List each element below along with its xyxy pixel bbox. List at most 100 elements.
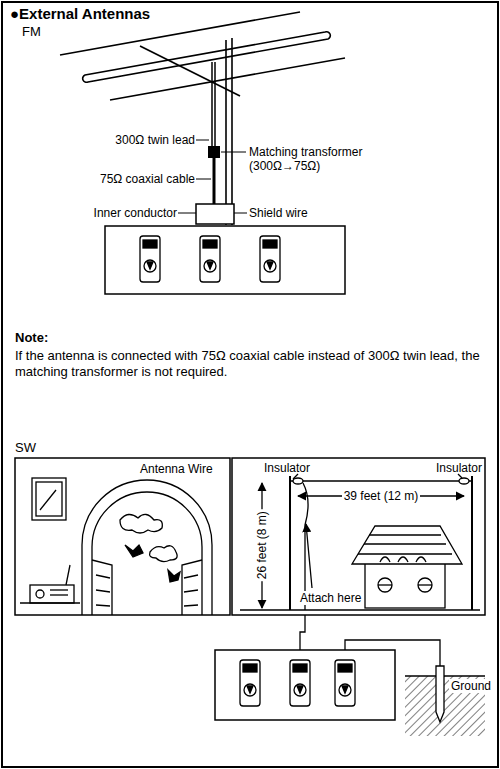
illustration-stroke: [203, 240, 217, 248]
illustration-stroke: [204, 260, 216, 272]
part-label: Ground: [449, 679, 493, 693]
illustration-stroke: [380, 557, 426, 562]
illustration-stroke: [240, 660, 260, 706]
matching-transformer: [208, 146, 220, 158]
illustration-stroke: [338, 664, 352, 672]
illustration-stroke: [110, 58, 345, 100]
illustration-stroke: [30, 585, 74, 603]
illustration-stroke: [293, 478, 303, 484]
illustration-stroke: [168, 570, 180, 582]
illustration-stroke: [418, 584, 432, 585]
part-label: 75Ω coaxial cable: [100, 172, 195, 186]
illustration-stroke: [378, 584, 392, 585]
illustration-stroke: [471, 476, 473, 610]
illustration-stroke: [144, 260, 156, 272]
illustration-stroke: [32, 478, 66, 520]
illustration-stroke: [234, 213, 247, 214]
illustration-stroke: [125, 545, 143, 557]
illustration-stroke: [418, 578, 432, 592]
illustration-stroke: [36, 482, 62, 516]
illustration-stroke: [150, 546, 178, 562]
part-label: 300Ω twin lead: [115, 133, 195, 147]
outdoor-panel: [232, 458, 485, 615]
illustration-stroke: [267, 262, 273, 269]
ground-rod: [436, 666, 444, 722]
section-heading: SW: [15, 440, 36, 456]
dimension-label: 39 feet (12 m): [342, 489, 421, 503]
illustration-stroke: [83, 32, 331, 83]
illustration-stroke: [140, 236, 160, 282]
receiver-rear-panel: [105, 226, 345, 294]
illustration-stroke: [244, 684, 256, 696]
illustration-stroke: [147, 262, 153, 269]
illustration-stroke: [342, 686, 348, 693]
illustration-stroke: [294, 684, 306, 696]
illustration-stroke: [140, 46, 240, 96]
illustration-stroke: [352, 526, 462, 564]
part-label: Antenna Wire: [140, 462, 213, 476]
indoor-panel: [15, 458, 230, 615]
illustration-stroke: [297, 686, 303, 693]
part-label: Attach here: [298, 591, 363, 605]
illustration-stroke: [143, 240, 157, 248]
antenna-terminals: [240, 660, 355, 706]
part-label: Inner conductor: [94, 206, 177, 220]
indoor-scene: [20, 478, 212, 615]
illustration-stroke: [50, 589, 68, 590]
illustration-stroke: [240, 609, 480, 610]
illustration-stroke: [36, 590, 44, 598]
ground-surface: [405, 675, 485, 677]
illustration-stroke: [207, 262, 213, 269]
illustration-stroke: [459, 478, 469, 484]
antenna-cable: [212, 62, 215, 204]
illustration-stroke: [289, 476, 291, 610]
part-label: Shield wire: [249, 206, 308, 220]
part-label: Insulator: [436, 461, 482, 475]
illustration-stroke: [221, 152, 246, 153]
illustration-stroke: [378, 578, 392, 592]
note-heading: Note:: [15, 330, 48, 346]
illustration-stroke: [200, 236, 220, 282]
illustration-stroke: [92, 492, 202, 615]
illustration-stroke: [196, 140, 209, 141]
illustration-stroke: [247, 686, 253, 693]
illustration-stroke: [225, 40, 227, 225]
illustration-stroke: [50, 594, 68, 595]
receiver-rear-panel: [215, 650, 395, 720]
fm-antenna: [60, 12, 345, 225]
illustration-stroke: [92, 560, 202, 615]
illustration-stroke: [196, 179, 211, 180]
illustration-stroke: [358, 535, 452, 554]
illustration-stroke: [290, 480, 472, 481]
page-title: ●External Antennas: [10, 5, 150, 23]
illustration-stroke: [214, 62, 216, 146]
illustration-stroke: [264, 260, 276, 272]
illustration-stroke: [306, 524, 312, 588]
dimension-label: 26 feet (8 m): [255, 509, 269, 581]
illustration-stroke: [231, 38, 233, 225]
illustration-stroke: [335, 660, 355, 706]
illustration-stroke: [120, 514, 162, 533]
illustration-stroke: [365, 562, 445, 608]
illustration-stroke: [260, 236, 280, 282]
illustration-stroke: [290, 660, 310, 706]
terminal-block: [196, 204, 234, 224]
illustration-stroke: [300, 615, 305, 650]
illustration-stroke: [243, 664, 257, 672]
outdoor-scene: [240, 474, 480, 610]
illustration-stroke: [96, 575, 198, 606]
part-label: Matching transformer (300Ω→75Ω): [249, 145, 367, 174]
section-heading: FM: [22, 24, 41, 40]
illustration-stroke: [339, 684, 351, 696]
illustration-stroke: [293, 664, 307, 672]
illustration-stroke: [213, 158, 216, 204]
illustration-stroke: [263, 240, 277, 248]
note-text: If the antenna is connected with 75Ω coa…: [15, 348, 485, 379]
part-label: Insulator: [264, 461, 310, 475]
illustration-stroke: [40, 490, 56, 510]
antenna-terminals: [140, 236, 280, 282]
illustration-stroke: [82, 480, 212, 615]
